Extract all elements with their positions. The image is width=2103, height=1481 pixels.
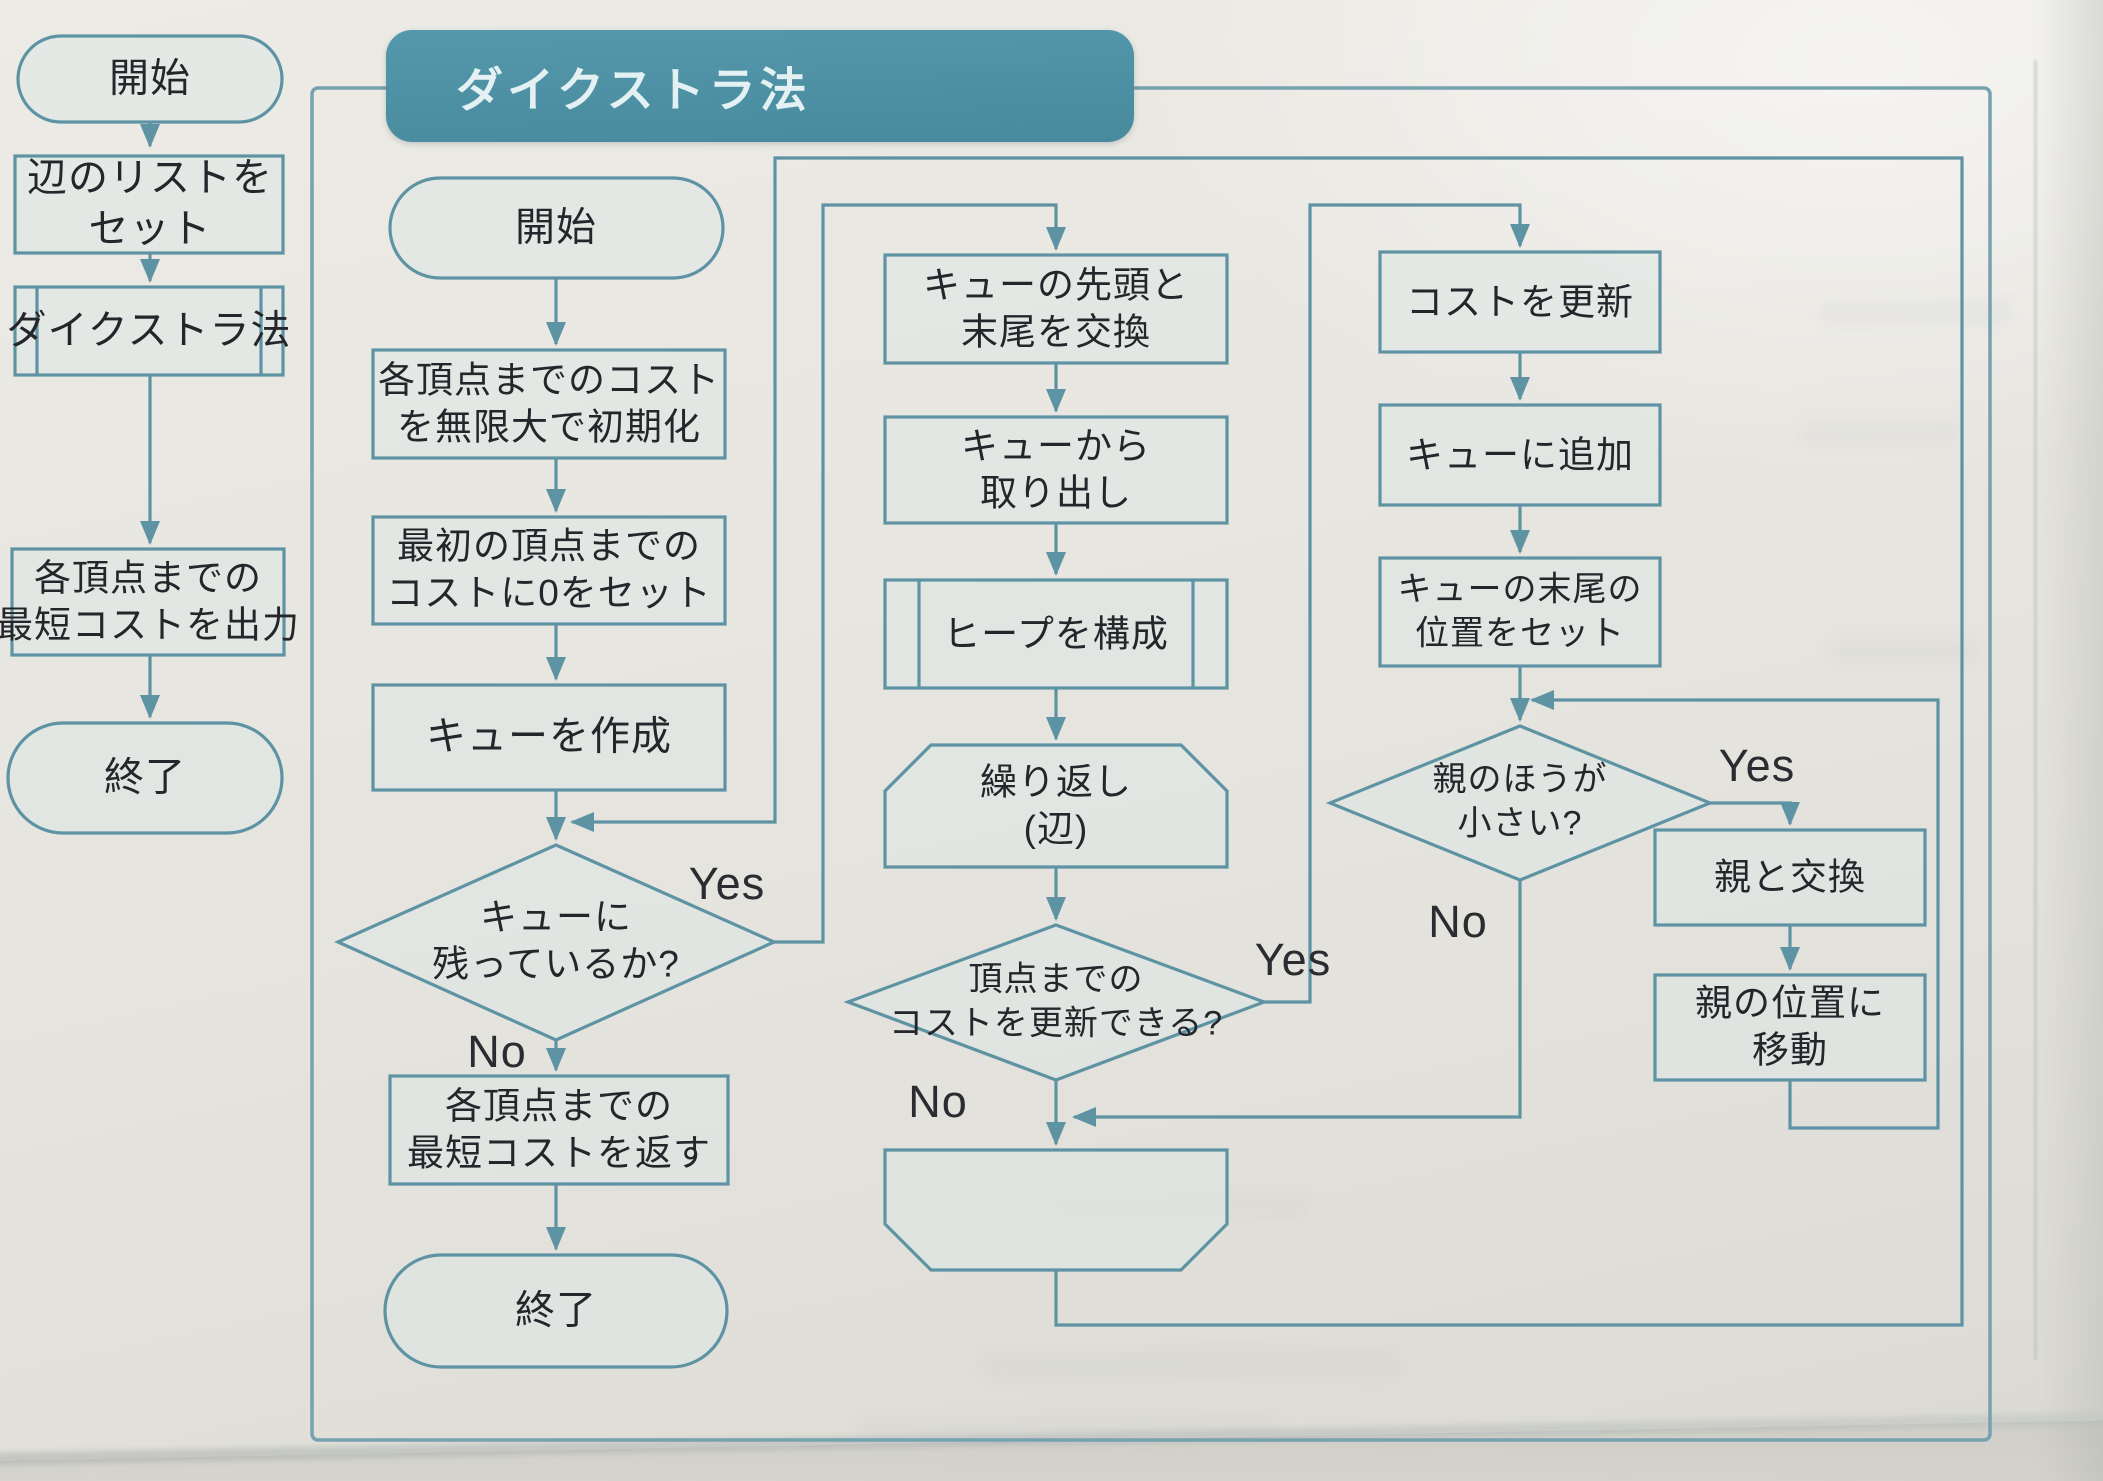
- loop-start-edges-label: 繰り返し (辺): [980, 761, 1132, 850]
- d1-yes-label: Yes: [688, 858, 766, 909]
- edge-d3-no-return: [1072, 880, 1522, 1127]
- process-output-shortest-cost: [10, 547, 286, 657]
- dijkstra-subroutine-container: [310, 86, 1992, 1442]
- decision-parent-smaller-label: 親のほうが 小さい?: [1432, 760, 1608, 842]
- process-return-shortest-cost-label: 各頂点までの 最短コストを返す: [407, 1085, 711, 1174]
- process-create-queue-label: キューを作成: [426, 714, 672, 759]
- process-return-shortest-cost: [388, 1074, 730, 1186]
- edge-upshift-loopback: [1530, 690, 1940, 1130]
- terminal-end-left-label: 終了: [104, 755, 186, 800]
- edge-main-loopback: [570, 156, 1964, 1327]
- process-set-first-vertex-zero-label: 最初の頂点までの コストに0をセット: [386, 525, 712, 614]
- process-enqueue: [1378, 403, 1662, 507]
- process-swap-head-tail: [883, 253, 1229, 365]
- terminal-end-left: [6, 721, 284, 835]
- loop-end-edges: [883, 1148, 1229, 1272]
- process-move-to-parent-position-label: 親の位置に 移動: [1695, 982, 1885, 1071]
- terminal-end-main-label: 終了: [515, 1288, 597, 1333]
- process-dequeue: [883, 415, 1229, 525]
- predefined-dijkstra-call-label: ダイクストラ法: [6, 308, 292, 353]
- d2-yes-label: Yes: [1254, 934, 1332, 985]
- process-swap-head-tail-label: キューの先頭と 末尾を交換: [923, 264, 1189, 353]
- process-update-cost: [1378, 250, 1662, 354]
- page-showthrough: [860, 1415, 1280, 1441]
- process-set-queue-tail-position: [1378, 556, 1662, 668]
- page-showthrough: [1800, 420, 1960, 444]
- process-init-cost-infinity: [371, 348, 727, 460]
- process-swap-with-parent-label: 親と交換: [1714, 856, 1866, 898]
- process-dequeue-label: キューから 取り出し: [961, 425, 1151, 514]
- process-init-cost-infinity-label: 各頂点までのコスト を無限大で初期化: [378, 359, 720, 448]
- page-showthrough: [980, 1350, 1400, 1380]
- d1-no-label: No: [467, 1026, 527, 1077]
- edge-d3-yes: [1710, 801, 1800, 826]
- process-update-cost-label: コストを更新: [1406, 281, 1634, 323]
- process-output-shortest-cost-label: 各頂点までの 最短コストを出力: [0, 557, 300, 646]
- d3-no-label: No: [1428, 896, 1488, 947]
- page-showthrough: [1830, 640, 1980, 664]
- page-margin-line: [2034, 60, 2037, 1360]
- process-set-queue-tail-position-label: キューの末尾の 位置をセット: [1397, 570, 1643, 652]
- process-enqueue-label: キューに追加: [1406, 434, 1634, 476]
- terminal-start-left-label: 開始: [109, 56, 191, 101]
- terminal-start-main-label: 開始: [515, 205, 597, 250]
- decision-queue-remaining-label: キューに 残っているか?: [432, 896, 680, 985]
- page-showthrough: [1820, 300, 2010, 326]
- predefined-build-heap-label: ヒープを構成: [943, 613, 1169, 655]
- process-set-edge-list-label: 辺のリストを セット: [27, 155, 273, 251]
- flowchart-title: ダイクストラ法: [456, 63, 811, 117]
- terminal-end-main: [383, 1253, 729, 1369]
- edge-d2-yes: [1264, 203, 1530, 1004]
- decision-can-update-cost-label: 頂点までの コストを更新できる?: [888, 960, 1224, 1042]
- process-create-queue: [371, 683, 727, 792]
- process-swap-with-parent: [1653, 828, 1927, 927]
- d2-no-label: No: [908, 1076, 968, 1127]
- page-curl-shading: [2036, 0, 2103, 1481]
- predefined-build-heap: [883, 578, 1229, 690]
- edge-d1-yes: [774, 203, 1066, 944]
- process-move-to-parent-position: [1653, 973, 1927, 1082]
- predefined-dijkstra-call: [13, 285, 285, 377]
- flowchart-title-tab: ダイクストラ法: [386, 30, 1134, 142]
- process-set-edge-list: [13, 154, 285, 255]
- d3-yes-label: Yes: [1718, 740, 1796, 791]
- process-set-first-vertex-zero: [371, 515, 727, 626]
- loop-start-edges: [883, 743, 1229, 869]
